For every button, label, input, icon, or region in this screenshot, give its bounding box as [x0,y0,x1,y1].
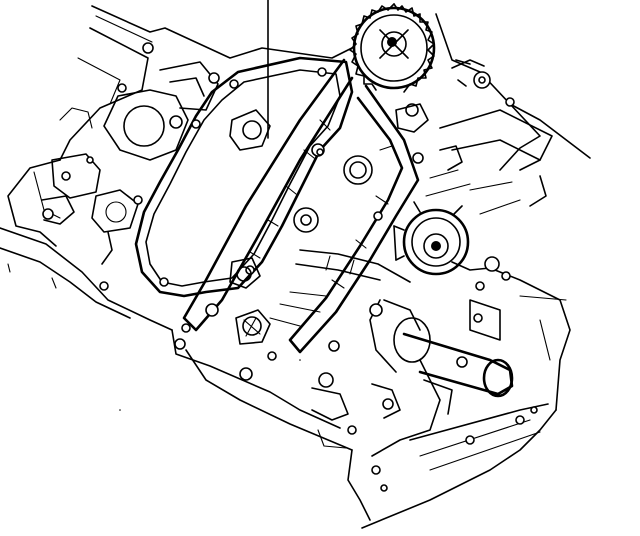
crankshaft-snout [295,249,514,398]
scan-specks [119,359,301,411]
camshaft-sprocket [349,3,436,93]
sprocket-teeth [349,3,435,93]
left-cylinder-head [41,42,220,291]
timing-chain [182,58,420,354]
engine-block-outline [0,5,591,529]
front-cover-detail [174,103,453,435]
idler-pulley [393,201,470,276]
right-head-detail [371,59,538,492]
